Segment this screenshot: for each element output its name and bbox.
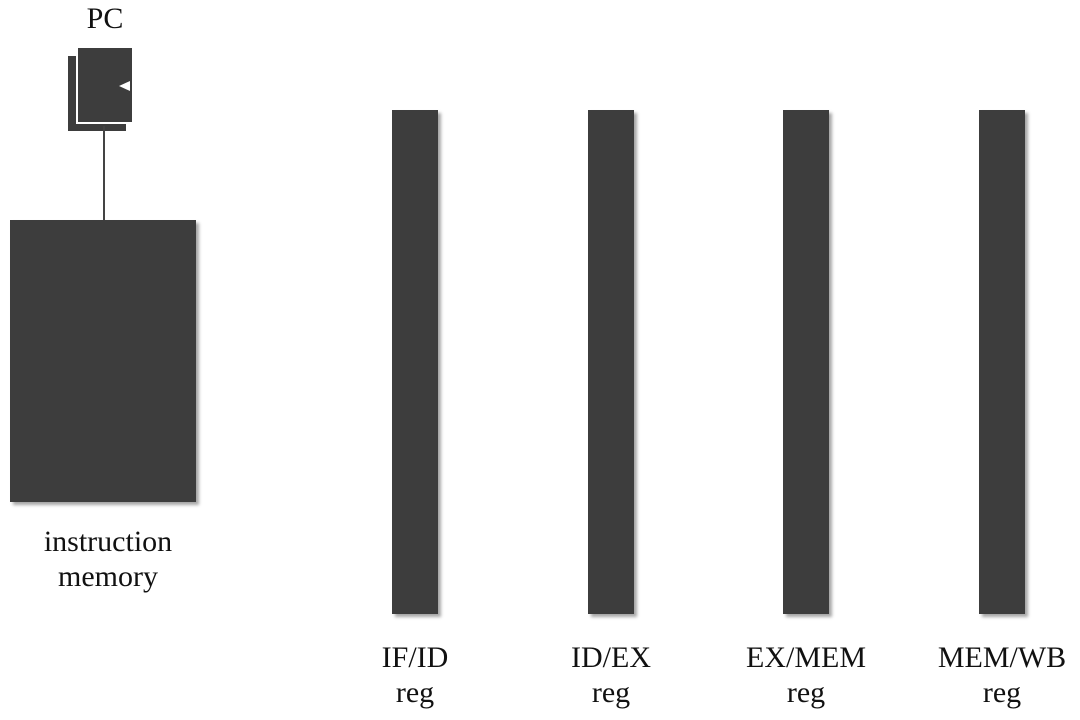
pc-to-memory-wire	[103, 126, 105, 220]
clock-input-icon	[119, 81, 130, 91]
instruction-memory-label: instruction memory	[10, 525, 206, 594]
if-id-register-label: IF/ID reg	[335, 641, 495, 710]
id-ex-register-label: ID/EX reg	[531, 641, 691, 710]
if-id-label-line1: IF/ID	[381, 641, 449, 674]
mem-wb-register-label: MEM/WB reg	[922, 641, 1080, 710]
ex-mem-label-line2: reg	[786, 675, 826, 709]
instruction-memory-block	[10, 220, 196, 502]
mem-wb-register	[979, 110, 1025, 614]
pc-label: PC	[86, 2, 124, 35]
id-ex-label-line2: reg	[591, 675, 631, 709]
instruction-memory-label-line2: memory	[58, 559, 158, 593]
mem-wb-label-line2: reg	[982, 675, 1022, 709]
mem-wb-label-line1: MEM/WB	[937, 641, 1067, 674]
id-ex-register	[588, 110, 634, 614]
ex-mem-register-label: EX/MEM reg	[726, 641, 886, 710]
if-id-register	[392, 110, 438, 614]
ex-mem-label-line1: EX/MEM	[746, 641, 866, 674]
id-ex-label-line1: ID/EX	[571, 641, 651, 674]
ex-mem-register	[783, 110, 829, 614]
if-id-label-line2: reg	[395, 675, 435, 709]
instruction-memory-label-line1: instruction	[43, 525, 173, 558]
